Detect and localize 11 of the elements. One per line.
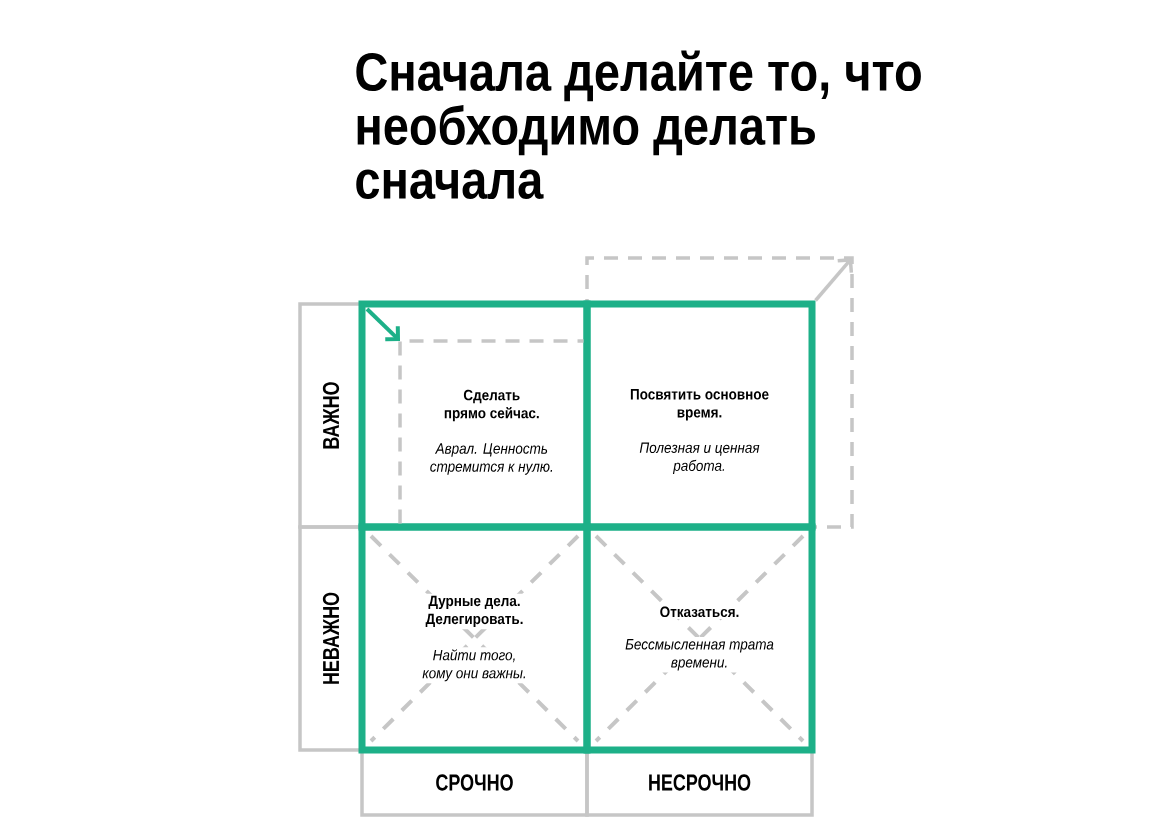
arrow (814, 258, 854, 302)
quadrant-box: Дурные дела. Делегировать. Найти того, кому они важны. (358, 523, 591, 754)
title: Сначала делайте то, что необходимо делать сначала (356, 50, 921, 200)
column-header: НЕСРОЧНО (585, 748, 814, 817)
quadrant-box: Отказаться. Бессмысленная трата времени. (583, 523, 816, 754)
quadrant-box: Посвятить основное время. Полезная и ценная работа. (583, 300, 816, 531)
row-header: НЕВАЖНО (298, 525, 364, 752)
row-header: ВАЖНО (298, 302, 364, 529)
dashed-box: Сделать прямо сейчас. Аврал. Ценность стремится к нулю. (398, 339, 584, 524)
arrow (365, 307, 401, 342)
column-header: СРОЧНО (360, 748, 589, 817)
